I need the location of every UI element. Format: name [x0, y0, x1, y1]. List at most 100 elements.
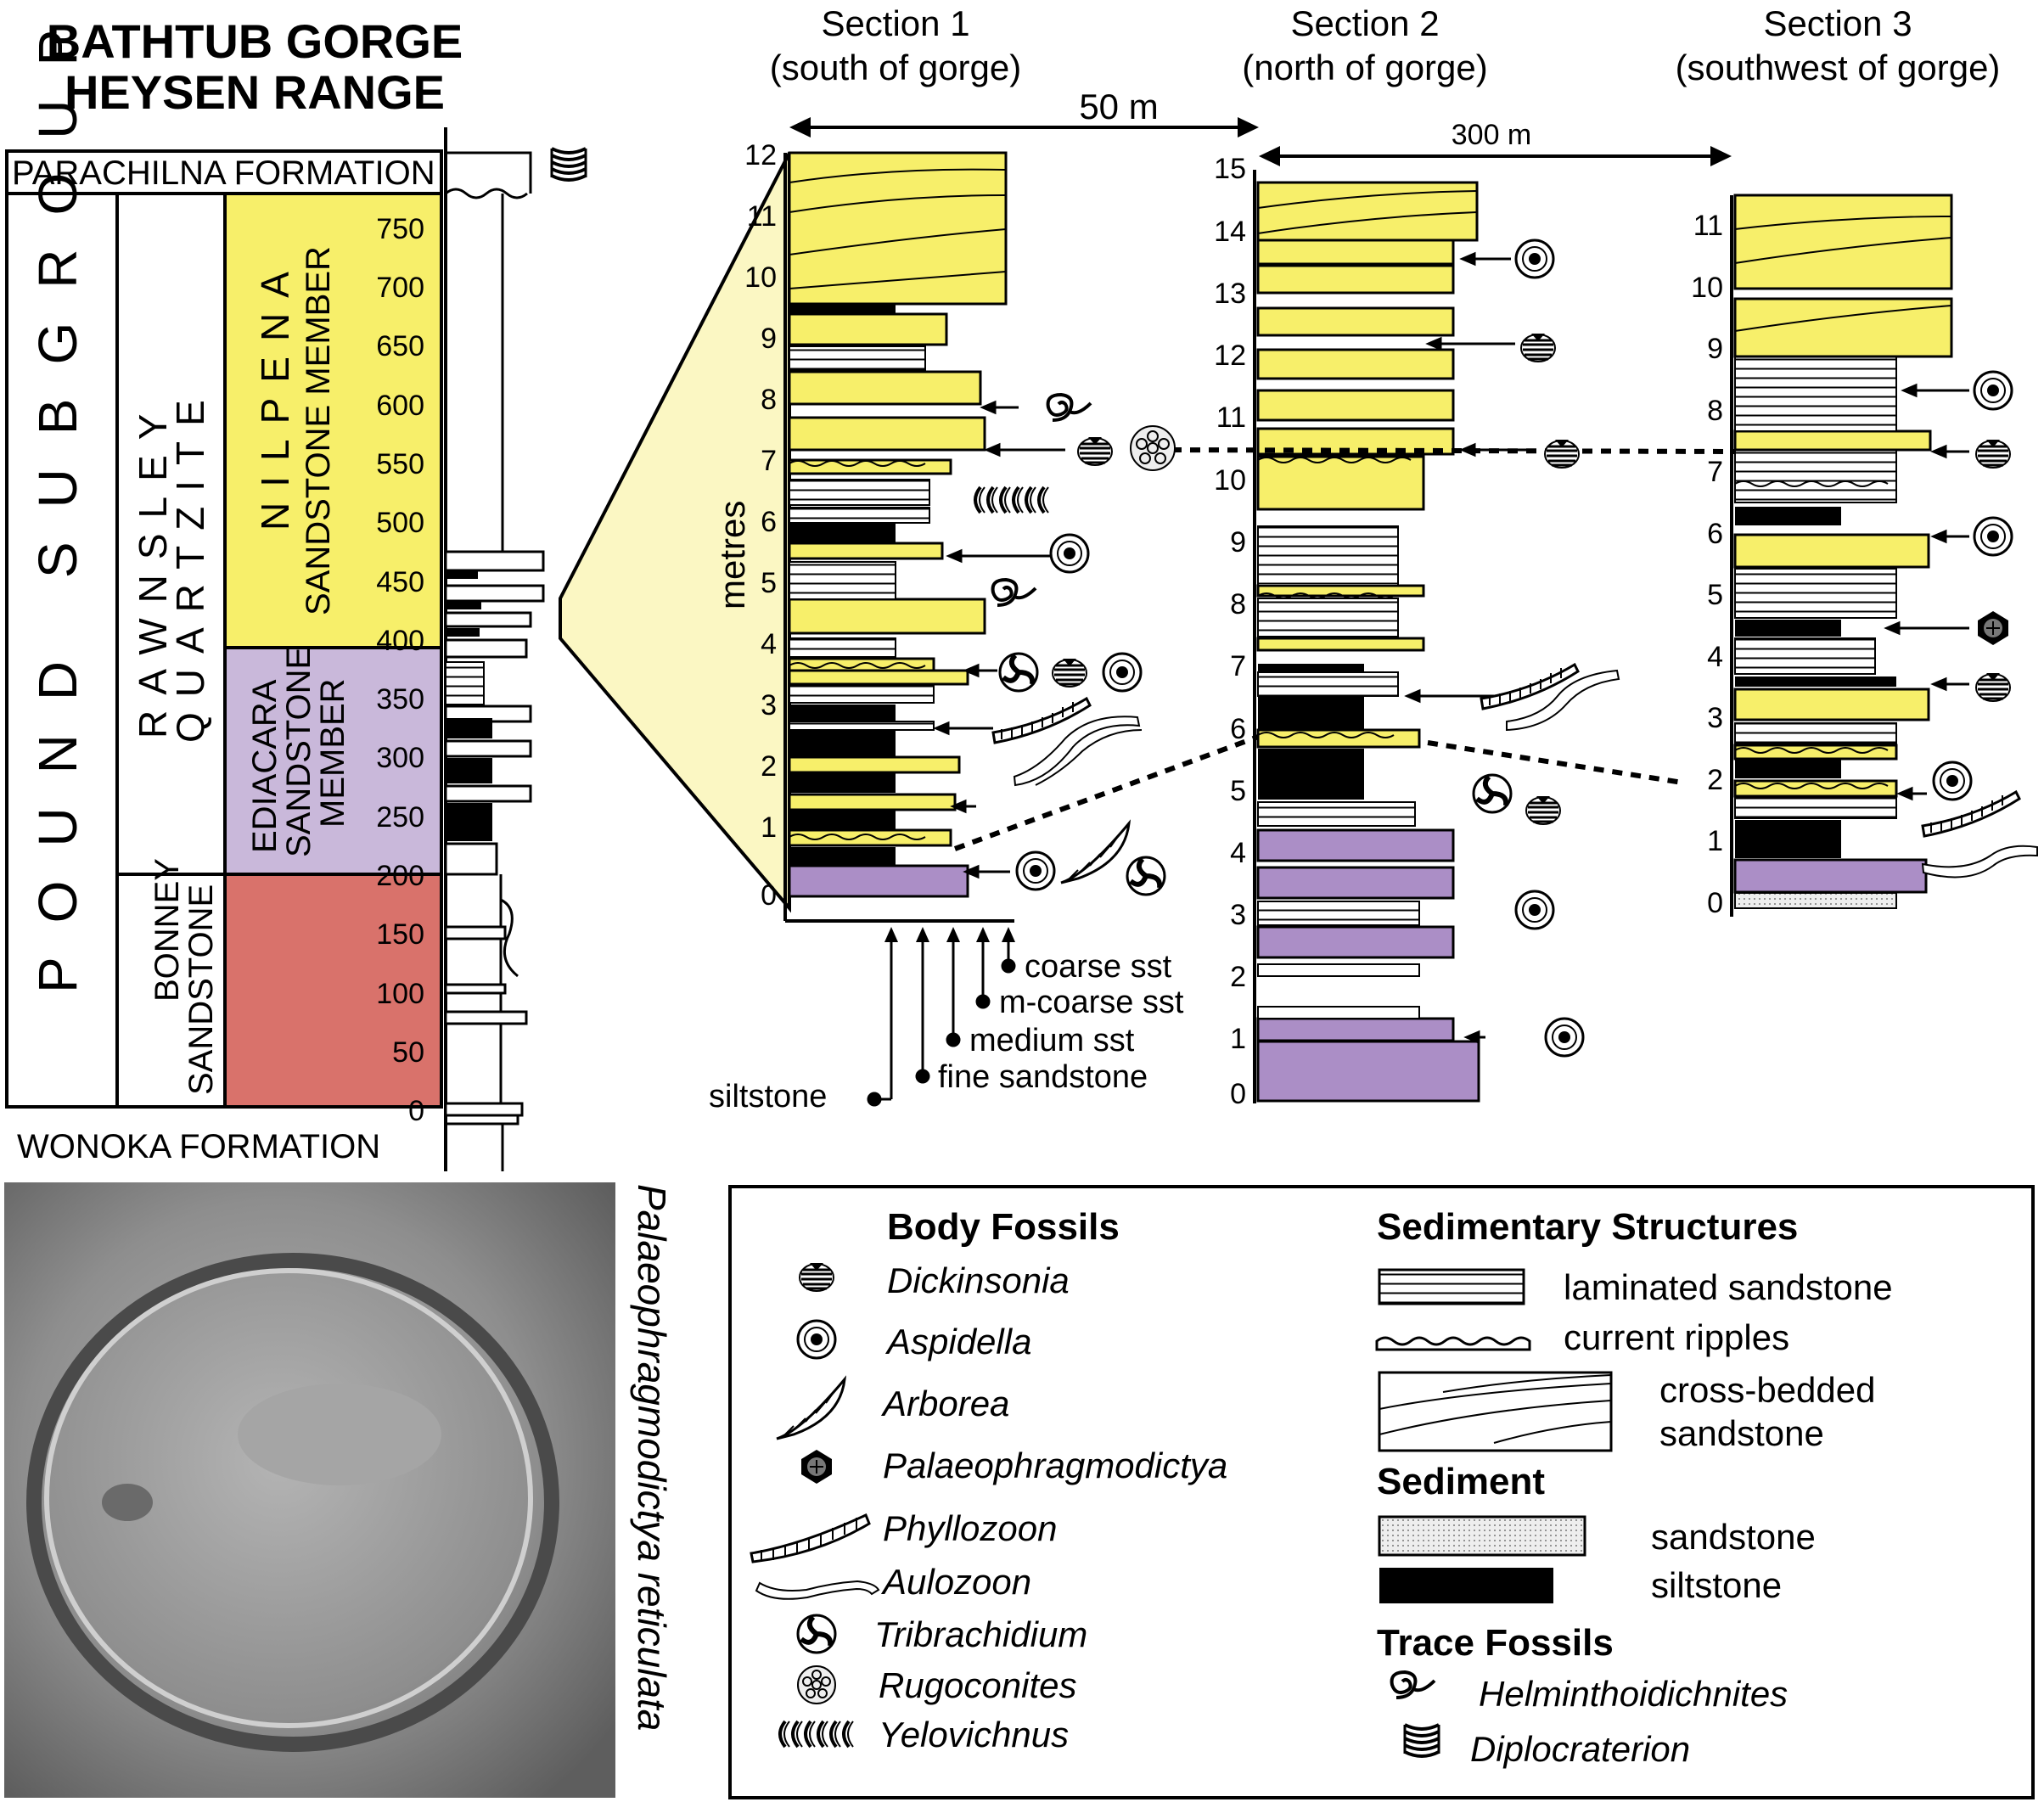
main-tick: 650 — [376, 330, 424, 362]
main-tick: 400 — [376, 625, 424, 657]
legend-trace-heading: Trace Fossils — [1377, 1622, 1614, 1664]
section-1-tick: 10 — [744, 261, 777, 294]
section-2-title: Section 2 — [1290, 3, 1439, 43]
section-2-tick: 13 — [1214, 278, 1246, 310]
distance-arrow-50m: 50 m — [789, 87, 1259, 138]
aspidella-icon — [1015, 850, 1056, 891]
section-2-tick: 7 — [1230, 650, 1246, 682]
phyllozoon-icon — [1480, 662, 1580, 710]
section-1-tick: 4 — [761, 628, 777, 660]
section-3-tick: 6 — [1707, 518, 1723, 550]
section-3-tick: 5 — [1707, 579, 1723, 611]
section-2-ticks: 15 14 13 12 11 10 9 8 7 6 5 4 3 2 1 0 — [1214, 153, 1246, 1110]
ediacara-label: EDIACARA — [246, 679, 284, 853]
legend-body-fossils-heading: Body Fossils — [887, 1206, 1120, 1248]
section-2-subtitle: (north of gorge) — [1242, 48, 1488, 87]
section-2-tick: 4 — [1230, 837, 1246, 869]
bonney-sandstone-label: SANDSTONE — [182, 884, 220, 1095]
laminated-sandstone-swatch — [1378, 1268, 1525, 1305]
phyllozoon-icon — [750, 1513, 871, 1563]
section-2-tick: 10 — [1214, 464, 1246, 497]
metres-axis-label: metres — [712, 501, 752, 609]
fossil-photo — [4, 1182, 615, 1798]
main-tick: 600 — [376, 390, 424, 422]
section-1-tick: 11 — [747, 200, 777, 233]
legend-dickinsonia: Dickinsonia — [887, 1260, 1070, 1300]
section-2-tick: 8 — [1230, 588, 1246, 620]
main-lithologic-log — [444, 127, 545, 1171]
diplocraterion-icon — [550, 147, 587, 182]
aspidella-icon — [796, 1319, 837, 1360]
dickinsonia-icon — [1520, 334, 1556, 362]
dickinsonia-icon — [1975, 673, 2011, 702]
section-1-tick: 6 — [761, 506, 777, 538]
ediacara-member-label: MEMBER — [314, 678, 351, 828]
correlation-lines — [953, 447, 1736, 851]
distance-arrow-300m: 300 m — [1259, 119, 1732, 166]
section-3-tick: 1 — [1707, 825, 1723, 857]
helminthoidichnites-icon — [1390, 1670, 1436, 1699]
dickinsonia-icon — [1975, 440, 2011, 469]
section-3-tick: 8 — [1707, 395, 1723, 427]
nilpena-label: NILPENA — [253, 256, 297, 530]
section-3-title: Section 3 — [1763, 3, 1912, 43]
tribrachidium-icon — [796, 1614, 837, 1654]
section-3-tick: 0 — [1707, 887, 1723, 919]
section-1-tick: 5 — [761, 567, 777, 599]
grain-siltstone-label: siltstone — [709, 1079, 827, 1114]
main-tick: 150 — [376, 918, 424, 951]
section-1-tick: 7 — [761, 445, 777, 477]
section-1-tick: 3 — [761, 689, 777, 721]
photo-caption: Palaeophragmodictya reticulata — [630, 1184, 674, 1731]
yelovichnus-icon — [778, 1720, 854, 1749]
section-3-tick: 2 — [1707, 764, 1723, 796]
legend-aulozoon: Aulozoon — [880, 1562, 1031, 1602]
legend-arborea: Arborea — [880, 1384, 1009, 1423]
section-3-tick: 7 — [1707, 456, 1723, 488]
legend-aspidella: Aspidella — [884, 1322, 1031, 1361]
section-1-tick: 0 — [761, 879, 777, 912]
main-tick: 500 — [376, 507, 424, 539]
section-3-tick: 10 — [1691, 272, 1723, 304]
aspidella-icon — [1514, 239, 1555, 279]
section-1-tick: 8 — [761, 384, 777, 416]
section-2-tick: 6 — [1230, 713, 1246, 745]
siltstone-swatch — [1379, 1568, 1553, 1603]
main-tick: 300 — [376, 742, 424, 774]
section-2-tick: 2 — [1230, 961, 1246, 993]
arborea-icon — [776, 1375, 847, 1440]
section-1-tick: 12 — [744, 139, 777, 171]
nilpena-sandstone-member-label: SANDSTONE MEMBER — [300, 246, 337, 615]
legend: Body Fossils Dickinsonia Aspidella Arbor… — [728, 1185, 2035, 1799]
legend-palaeophragmodictya: Palaeophragmodictya — [883, 1446, 1227, 1485]
section-1-title: Section 1 — [821, 3, 969, 43]
section-1-ticks: 12 11 10 9 8 7 6 5 4 3 2 1 0 — [744, 139, 777, 912]
grain-mcoarse-label: m-coarse sst — [999, 985, 1184, 1020]
section-3-tick: 9 — [1707, 333, 1723, 365]
main-tick: 250 — [376, 801, 424, 834]
section-3-tick: 3 — [1707, 702, 1723, 734]
aspidella-icon — [1049, 533, 1090, 574]
section-2-tick: 15 — [1214, 153, 1246, 185]
bonney-member-fill — [223, 873, 443, 1109]
distance-50m-label: 50 m — [1079, 87, 1158, 126]
main-tick: 550 — [376, 448, 424, 480]
section-1-tick: 2 — [761, 750, 777, 783]
section-1-subtitle: (south of gorge) — [770, 48, 1022, 87]
grain-coarse-label: coarse sst — [1025, 949, 1172, 985]
helminthoidichnites-icon — [1046, 392, 1092, 422]
aulozoon-icon — [1013, 716, 1143, 787]
aspidella-icon — [1932, 761, 1973, 801]
section-2-tick: 14 — [1214, 216, 1246, 248]
grain-fine-label: fine sandstone — [938, 1059, 1148, 1095]
section-2-tick: 3 — [1230, 899, 1246, 931]
grain-medium-label: medium sst — [969, 1023, 1135, 1058]
title-line-2: HEYSEN RANGE — [65, 65, 445, 119]
legend-phyllozoon: Phyllozoon — [883, 1508, 1057, 1548]
legend-tribrachidium: Tribrachidium — [874, 1614, 1087, 1654]
main-tick: 450 — [376, 566, 424, 598]
legend-sediment-heading: Sediment — [1377, 1461, 1545, 1502]
title-line-1: BATHTUB GORGE — [47, 14, 463, 68]
legend-cross-bedded-sandstone: sandstone — [1659, 1413, 1824, 1453]
